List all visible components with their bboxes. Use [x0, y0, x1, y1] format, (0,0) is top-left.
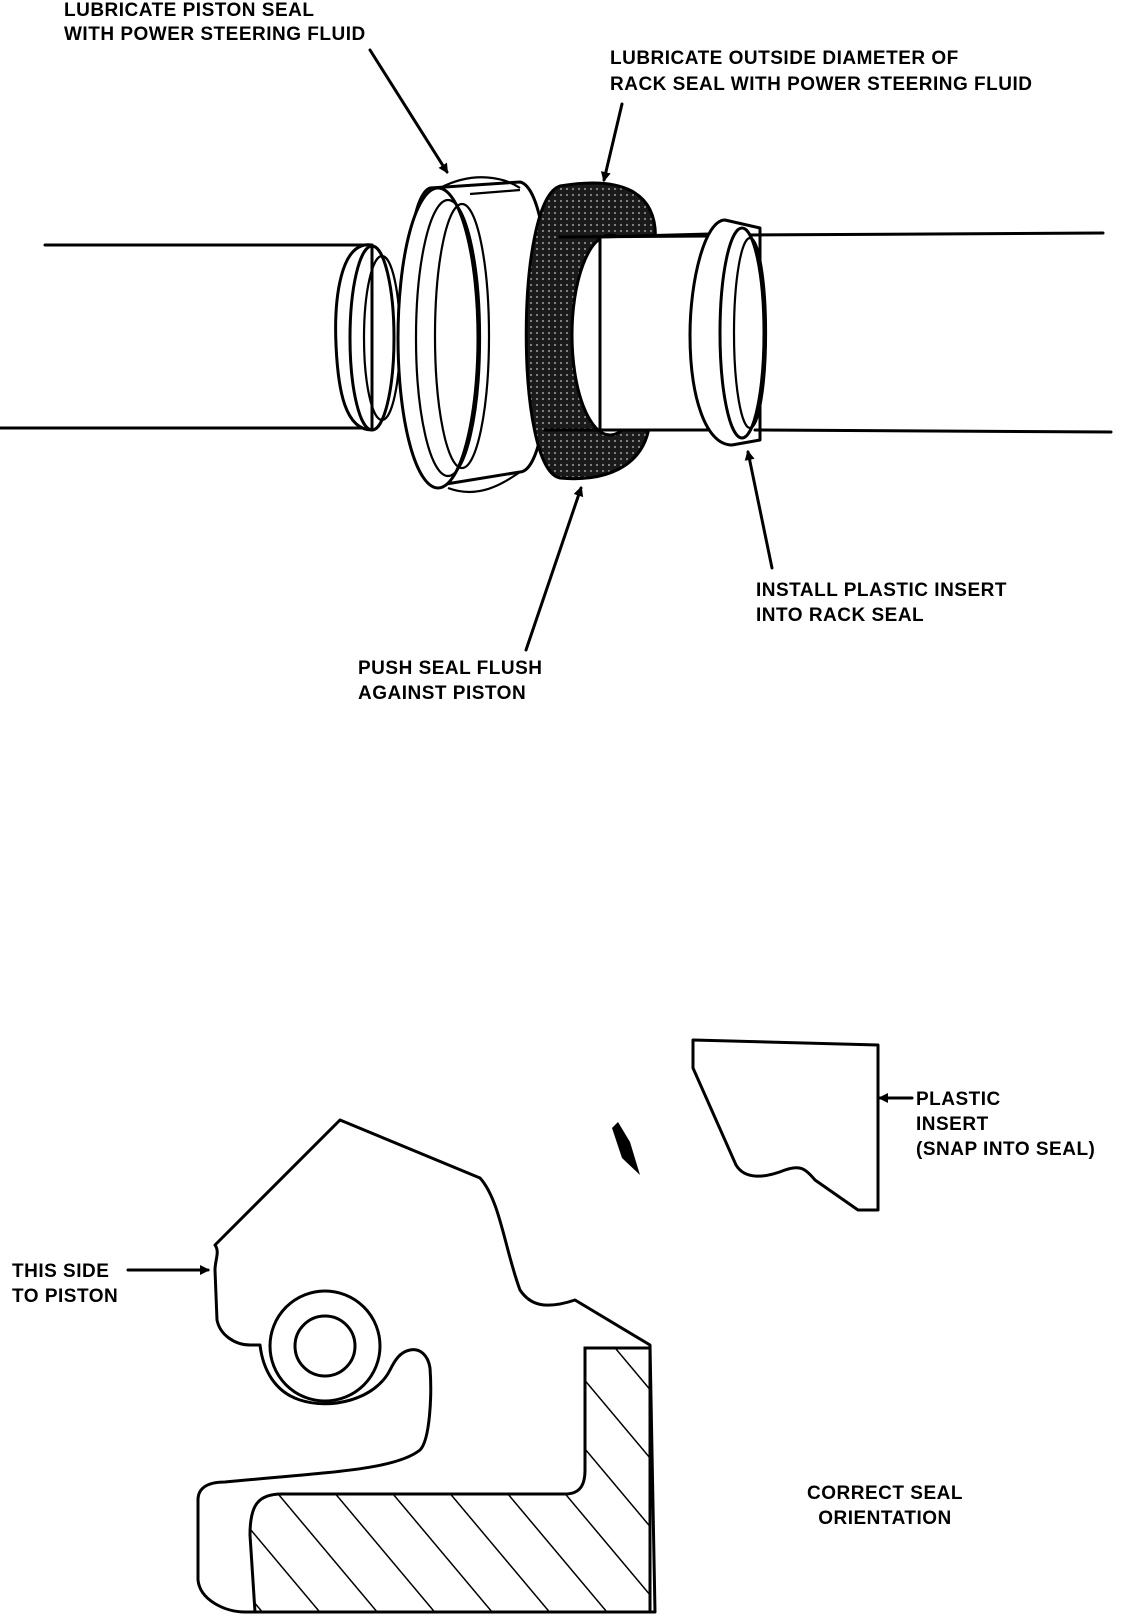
callout-rack-seal-line1: LUBRICATE OUTSIDE DIAMETER OF — [610, 48, 959, 69]
o-ring-outer — [268, 1289, 382, 1403]
caption-correct-seal-orientation: CORRECT SEAL ORIENTATION — [807, 1483, 963, 1529]
callout-this-side-line1: THIS SIDE — [12, 1261, 109, 1282]
rack-shaft-lower-edge-right — [753, 428, 1113, 434]
callout-plastic-insert: PLASTIC INSERT (SNAP INTO SEAL) — [916, 1089, 1095, 1160]
callout-this-side-line2: TO PISTON — [12, 1286, 118, 1307]
callout-push-seal-flush: PUSH SEAL FLUSH AGAINST PISTON — [358, 658, 543, 704]
piston — [396, 176, 552, 494]
callout-insert-line2: INTO RACK SEAL — [756, 605, 924, 626]
callout-plastic-line1: PLASTIC — [916, 1089, 1001, 1110]
callout-push-line2: AGAINST PISTON — [358, 683, 526, 704]
seal-body — [196, 1118, 657, 1614]
rack-shaft-middle — [543, 232, 714, 432]
plastic-insert-ring — [688, 218, 768, 447]
caption-line1: CORRECT SEAL — [807, 1483, 963, 1504]
callout-plastic-line3: (SNAP INTO SEAL) — [916, 1139, 1095, 1160]
o-ring-inner — [293, 1314, 357, 1378]
arrow-rack-seal-od — [600, 102, 624, 182]
metal-case-hatched — [248, 1346, 652, 1614]
arrow-plastic-insert — [744, 450, 774, 570]
callout-rack-seal-line2: RACK SEAL WITH POWER STEERING FLUID — [610, 74, 1032, 95]
callout-this-side-to-piston: THIS SIDE TO PISTON — [12, 1261, 118, 1307]
left-groove-ring — [334, 243, 402, 432]
caption-line2: ORIENTATION — [818, 1508, 952, 1529]
callout-piston-seal-line1: LUBRICATE PISTON SEAL — [64, 0, 314, 21]
seal-cross-section — [126, 1038, 914, 1614]
callout-piston-seal-line2: WITH POWER STEERING FLUID — [64, 24, 366, 45]
callout-install-plastic-insert: INSTALL PLASTIC INSERT INTO RACK SEAL — [756, 580, 1007, 626]
rack-assembly-drawing — [0, 48, 1113, 652]
insert-direction-arrow — [612, 1122, 640, 1175]
arrow-push-seal — [524, 486, 584, 652]
callout-lubricate-rack-seal: LUBRICATE OUTSIDE DIAMETER OF RACK SEAL … — [610, 48, 1032, 95]
plastic-insert-profile — [691, 1038, 880, 1212]
callout-insert-line1: INSTALL PLASTIC INSERT — [756, 580, 1007, 601]
rack-shaft-upper-edge-right — [748, 231, 1105, 237]
callout-push-line1: PUSH SEAL FLUSH — [358, 658, 543, 679]
callout-lubricate-piston-seal: LUBRICATE PISTON SEAL WITH POWER STEERIN… — [64, 0, 366, 45]
callout-plastic-line2: INSERT — [916, 1114, 989, 1135]
arrow-piston-seal — [368, 48, 449, 174]
